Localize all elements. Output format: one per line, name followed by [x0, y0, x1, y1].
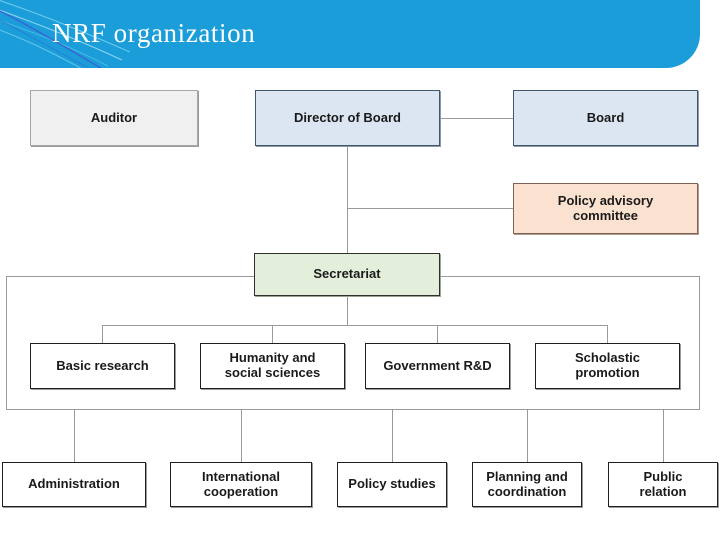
connector-drop-international — [241, 410, 242, 462]
node-policy-advisory-line2: committee — [572, 207, 638, 223]
node-humanity-and-social-sciences[interactable]: Humanity and social sciences — [200, 343, 345, 389]
connector-drop-basic-research — [102, 325, 103, 343]
node-administration[interactable]: Administration — [2, 462, 146, 507]
node-director-of-board-label: Director of Board — [294, 109, 401, 125]
node-international-cooperation[interactable]: International cooperation — [170, 462, 312, 507]
node-international-line2: cooperation — [203, 483, 279, 499]
node-public-relation[interactable]: Public relation — [608, 462, 718, 507]
node-board[interactable]: Board — [513, 90, 698, 146]
connector-drop-administration — [74, 410, 75, 462]
connector-drop-government-rnd — [437, 325, 438, 343]
connector-drop-humanity — [272, 325, 273, 343]
connector-director-spine — [347, 146, 348, 254]
node-policy-studies-label: Policy studies — [348, 476, 436, 492]
node-board-label: Board — [586, 109, 625, 125]
connector-drop-public-relation — [663, 410, 664, 462]
node-public-relation-line1: Public — [643, 468, 683, 484]
node-administration-label: Administration — [28, 476, 120, 492]
node-policy-studies[interactable]: Policy studies — [337, 462, 447, 507]
connector-drop-scholastic — [607, 325, 608, 343]
page-title: NRF organization — [52, 18, 256, 48]
connector-director-to-board — [440, 118, 513, 119]
connector-drop-planning — [527, 410, 528, 462]
node-planning-line1: Planning and — [486, 468, 568, 484]
node-scholastic-line2: promotion — [575, 365, 640, 380]
node-humanity-line2: social sciences — [224, 365, 321, 380]
connector-division-bus — [102, 325, 608, 326]
node-humanity-line1: Humanity and — [229, 350, 316, 366]
node-director-of-board[interactable]: Director of Board — [255, 90, 440, 146]
node-planning-and-coordination[interactable]: Planning and coordination — [472, 462, 582, 507]
node-government-rnd[interactable]: Government R&D — [365, 343, 510, 389]
node-secretariat-label: Secretariat — [313, 266, 381, 282]
connector-director-to-policy-advisory — [347, 208, 513, 209]
node-secretariat[interactable]: Secretariat — [254, 253, 440, 296]
node-public-relation-line2: relation — [639, 483, 687, 499]
node-auditor-label: Auditor — [90, 109, 138, 125]
connector-secretariat-stem — [347, 296, 348, 326]
node-scholastic-line1: Scholastic — [574, 350, 641, 366]
node-policy-advisory-committee[interactable]: Policy advisory committee — [513, 183, 698, 234]
node-basic-research-label: Basic research — [56, 357, 149, 373]
node-policy-advisory-line1: Policy advisory — [557, 192, 654, 208]
node-international-line1: International — [201, 468, 280, 484]
node-auditor[interactable]: Auditor — [30, 90, 198, 146]
node-government-rnd-label: Government R&D — [383, 357, 492, 373]
node-planning-line2: coordination — [487, 483, 567, 499]
node-basic-research[interactable]: Basic research — [30, 343, 175, 389]
connector-drop-policy-studies — [392, 410, 393, 462]
node-scholastic-promotion[interactable]: Scholastic promotion — [535, 343, 680, 389]
